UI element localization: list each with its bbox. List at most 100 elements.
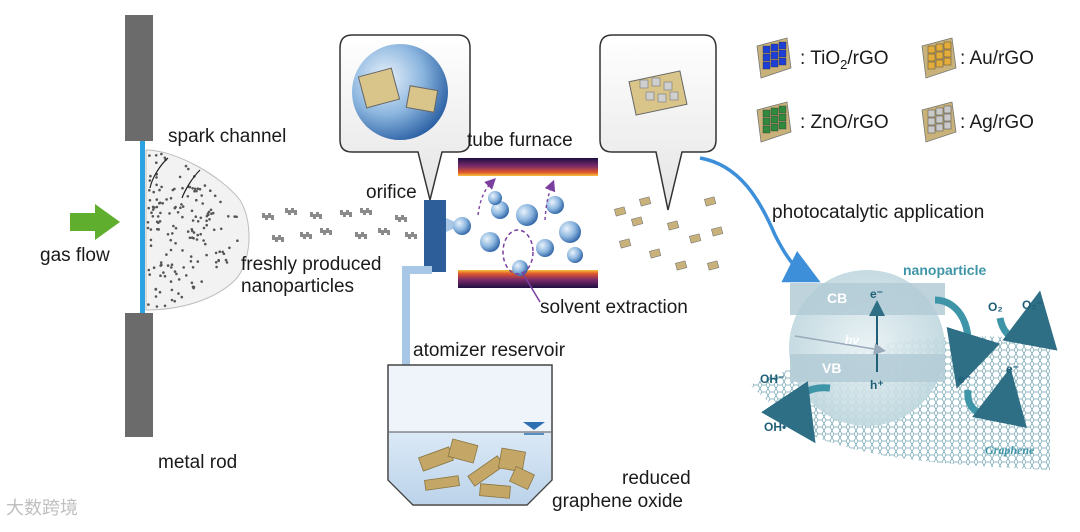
- furnace-top-bar: [458, 158, 598, 176]
- callout-left-sheet-1: [357, 67, 401, 109]
- plume-dot: [222, 252, 226, 256]
- fresh-particle: [378, 228, 390, 235]
- plume-dot: [173, 299, 176, 303]
- plume-dot: [210, 212, 213, 216]
- plume-dot: [200, 280, 203, 283]
- rgo-flake: [479, 483, 511, 499]
- plume-dot: [191, 266, 195, 269]
- plume-dot: [151, 205, 155, 209]
- plume-dot: [190, 281, 194, 285]
- plume-dot: [168, 212, 171, 215]
- plume-dot: [228, 246, 231, 250]
- furnace-sphere: [488, 191, 502, 205]
- photocatalytic-arrow: [699, 156, 821, 283]
- plume-dot: [148, 199, 152, 202]
- plume-dot: [201, 202, 204, 205]
- plume-dots: [146, 152, 239, 308]
- label-metal-rod: metal rod: [158, 452, 238, 473]
- furnace-sphere: [516, 204, 538, 226]
- plume-dot: [149, 238, 153, 242]
- plume-dot: [186, 195, 190, 198]
- plume-dot: [171, 232, 174, 235]
- legend-tio2-rgo: : TiO2/rGO: [800, 48, 889, 72]
- label-vb: VB: [822, 360, 842, 376]
- post-particle: [614, 206, 627, 217]
- plume-dot: [169, 280, 173, 283]
- plume-dot: [169, 248, 173, 252]
- fresh-particle: [405, 232, 417, 239]
- plume-dot: [169, 238, 172, 242]
- plume-dot: [171, 188, 175, 192]
- furnace-sphere: [453, 217, 471, 235]
- plume-dot: [155, 176, 158, 179]
- label-oh-radical: OH•: [764, 420, 787, 434]
- callout-left-sphere: [352, 44, 448, 140]
- plume-dot: [195, 238, 199, 241]
- plume-dot: [173, 270, 177, 273]
- plume-dot: [233, 215, 236, 218]
- plume-dot: [219, 200, 222, 204]
- vb-band: [790, 354, 945, 382]
- plume-dot: [166, 264, 170, 267]
- plume-dot: [189, 260, 193, 263]
- legend-au-rgo: : Au/rGO: [960, 48, 1034, 69]
- plume-dot: [174, 242, 177, 245]
- furnace-flow-arrow-2: [544, 179, 556, 221]
- orifice-block: [424, 200, 446, 272]
- plume-dot: [196, 233, 199, 237]
- plume-dot: [209, 208, 213, 212]
- plume-dot: [146, 226, 150, 230]
- plume-dot: [214, 251, 218, 255]
- plume-dot: [180, 295, 184, 299]
- legend-icons: [756, 37, 957, 143]
- label-photocatalytic-application: photocatalytic application: [772, 202, 985, 223]
- plume-dot: [193, 187, 197, 191]
- furnace-sphere: [536, 239, 554, 257]
- post-particle: [667, 220, 680, 231]
- furnace-sphere: [491, 201, 509, 219]
- atomizer-pipe-vertical: [402, 272, 410, 380]
- plume-dot: [148, 179, 152, 182]
- legend-icon: [921, 101, 957, 143]
- plume-dot: [160, 185, 163, 189]
- plume-dot: [165, 253, 168, 256]
- rgo-flake: [497, 447, 527, 473]
- rgo-flake: [447, 438, 479, 464]
- plume-dot: [202, 239, 205, 242]
- plume-dot: [190, 228, 194, 231]
- plume-dot: [163, 274, 167, 278]
- plume-dot: [158, 290, 162, 294]
- plume-dot: [178, 175, 182, 179]
- plume-dot: [155, 220, 159, 224]
- o2-reduction-arrow: [996, 290, 1058, 351]
- plume-dot: [219, 227, 223, 231]
- light-ray: [794, 335, 886, 355]
- plume-dot: [207, 210, 211, 214]
- rgo-flake: [424, 475, 460, 491]
- plume-dot: [159, 211, 162, 215]
- callout-right-cubes: [639, 77, 679, 103]
- plume-dot: [196, 220, 200, 223]
- plume-dot: [156, 215, 160, 218]
- label-electron-graphene: e⁻: [1006, 362, 1020, 376]
- callout-left-sheet-2: [405, 85, 439, 113]
- solvent-extraction-leader: [521, 271, 541, 303]
- plume-dot: [215, 265, 218, 269]
- plume-dot: [180, 203, 183, 206]
- plume-dot: [195, 198, 198, 202]
- plume-dot: [236, 239, 239, 242]
- label-o2-radical: O₂⁻: [1022, 298, 1043, 312]
- label-graphene: Graphene: [985, 443, 1035, 457]
- plume-dot: [159, 274, 162, 278]
- legend-ag-rgo: : Ag/rGO: [960, 112, 1034, 133]
- plume-dot: [175, 272, 178, 276]
- fresh-particle: [300, 232, 312, 239]
- plume-dot: [169, 196, 173, 200]
- plume-dot: [147, 303, 150, 306]
- plume-dot: [155, 305, 159, 308]
- plume-dot: [174, 205, 177, 209]
- spark-channel-leader: [149, 157, 169, 189]
- label-hv: hν: [845, 333, 860, 347]
- plume-dot: [181, 215, 184, 219]
- post-particle: [704, 196, 717, 207]
